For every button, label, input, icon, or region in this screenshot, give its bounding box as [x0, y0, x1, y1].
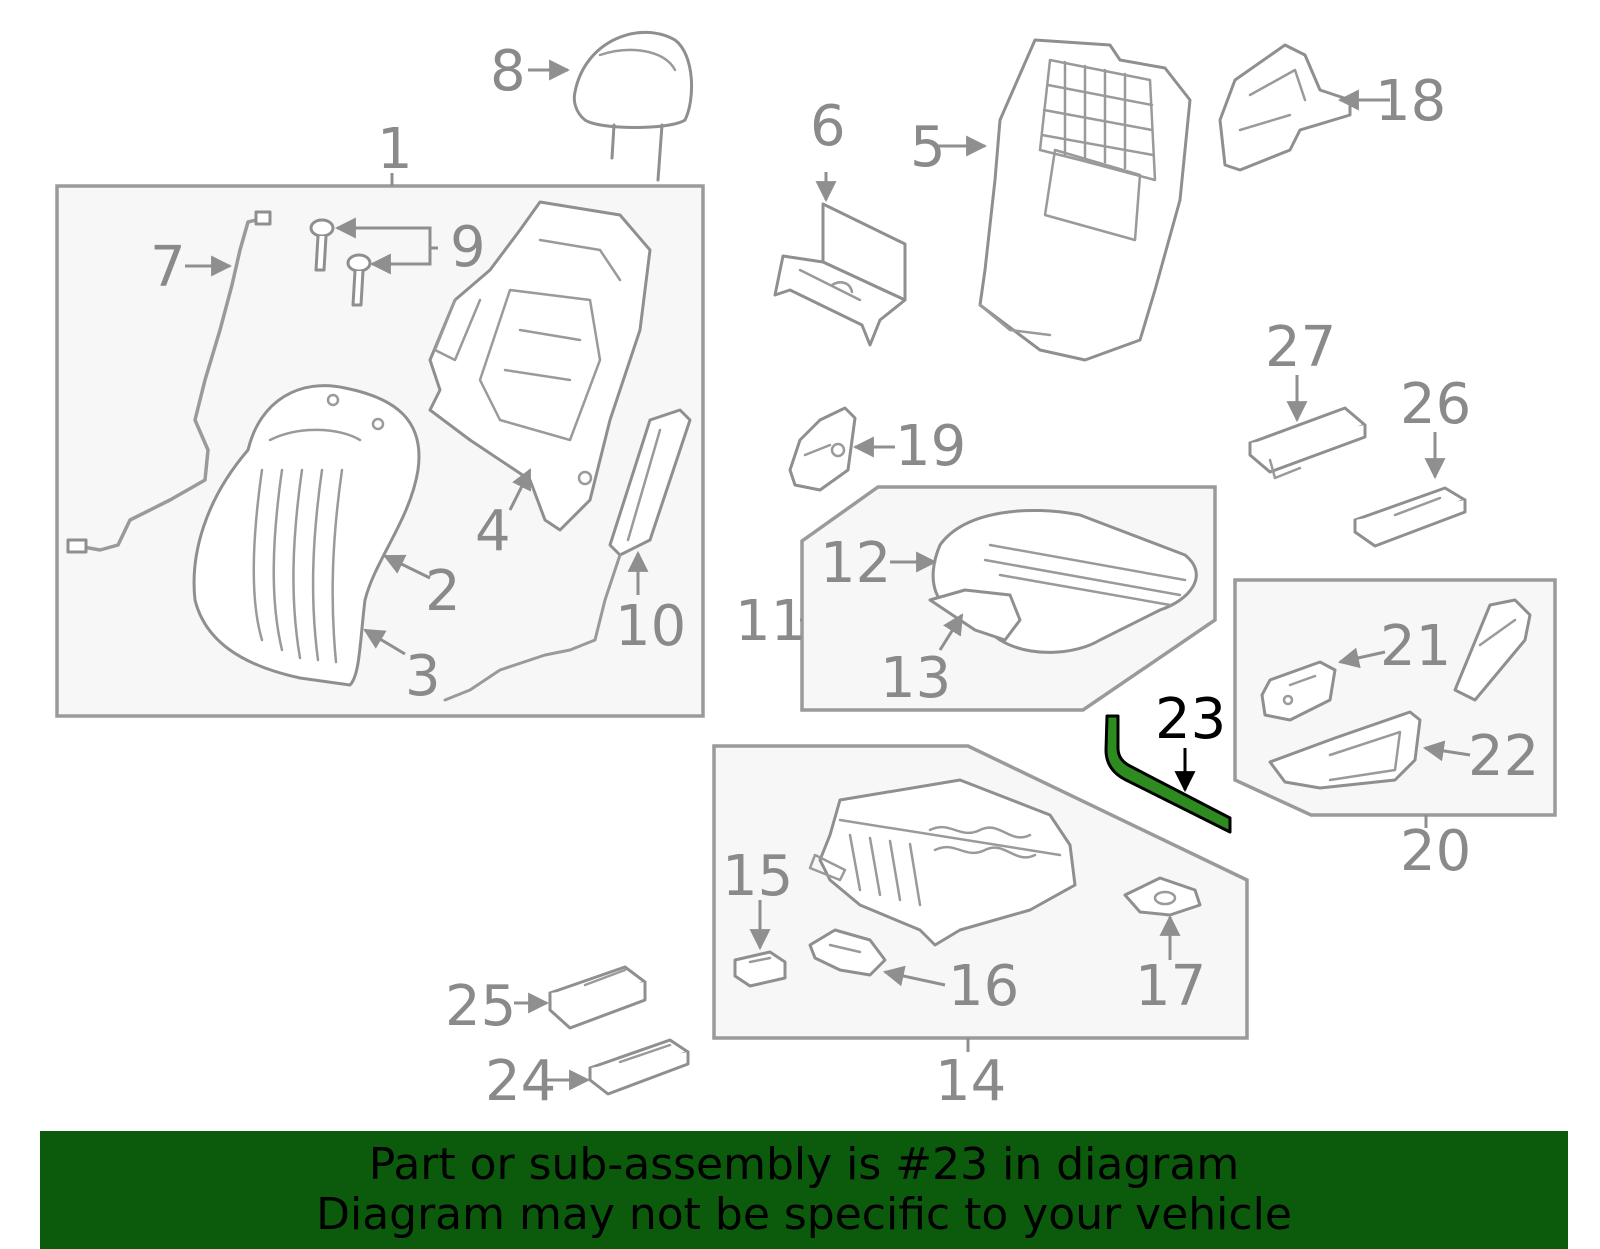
callout-10: 10: [615, 594, 686, 659]
bolts-part-9: [309, 218, 372, 307]
callout-13: 13: [880, 646, 951, 711]
bracket-part-17: [1123, 876, 1202, 917]
info-banner: Part or sub-assembly is #23 in diagram D…: [40, 1131, 1568, 1249]
callout-27: 27: [1265, 315, 1336, 380]
hinge-cover-part-19: [788, 406, 857, 492]
callout-26: 26: [1400, 372, 1471, 437]
callout-21: 21: [1380, 614, 1451, 679]
callout-12: 12: [820, 531, 891, 596]
seat-back-cover-part-2: [192, 384, 421, 687]
side-shield-part-22: [1268, 598, 1532, 790]
cushion-pad-part-13: [928, 588, 1022, 642]
side-airbag-part-10: [443, 408, 692, 702]
connector-part-15: [733, 950, 787, 988]
module-part-16: [808, 928, 887, 977]
callout-8: 8: [490, 39, 526, 104]
callout-25: 25: [445, 974, 516, 1039]
callout-2: 2: [425, 559, 461, 624]
callout-labels: 1 2 3 4 5 6 7 8 9 10 11 12 13 14 15 16 1…: [150, 39, 1539, 1114]
rail-cover-part-27: [1248, 406, 1367, 480]
lumbar-module-part-6: [773, 202, 907, 347]
rail-cover-part-26: [1353, 486, 1467, 548]
callout-20: 20: [1400, 819, 1471, 884]
rail-cover-part-24: [588, 1038, 690, 1096]
switch-knob-part-21: [1260, 660, 1337, 722]
headrest-part-8: [572, 30, 694, 182]
rail-cover-part-25: [548, 965, 647, 1030]
bracket-part-18: [1218, 43, 1352, 172]
wire-harness-part-7: [66, 210, 272, 554]
callout-22: 22: [1468, 724, 1539, 789]
seat-back-panel-part-5: [978, 38, 1192, 362]
callout-4: 4: [475, 499, 511, 564]
callout-14: 14: [935, 1049, 1006, 1114]
callout-18: 18: [1375, 69, 1446, 134]
callout-7: 7: [150, 235, 186, 300]
highlighted-part-23: [1104, 714, 1232, 834]
banner-line-2: Diagram may not be specific to your vehi…: [316, 1189, 1292, 1240]
seat-track-part-14: [808, 778, 1077, 947]
callout-16: 16: [948, 954, 1019, 1019]
callout-1: 1: [377, 117, 413, 182]
leader-lines: [185, 59, 1471, 1091]
callout-15: 15: [722, 844, 793, 909]
callout-9: 9: [450, 215, 486, 280]
seat-back-frame-part-4: [428, 200, 652, 532]
callout-5: 5: [910, 115, 946, 180]
callout-3: 3: [405, 644, 441, 709]
callout-17: 17: [1135, 954, 1206, 1019]
callout-6: 6: [810, 94, 846, 159]
callout-23: 23: [1155, 687, 1226, 752]
callout-11: 11: [735, 589, 806, 654]
callout-19: 19: [895, 414, 966, 479]
banner-line-1: Part or sub-assembly is #23 in diagram: [368, 1139, 1240, 1190]
callout-24: 24: [485, 1049, 556, 1114]
